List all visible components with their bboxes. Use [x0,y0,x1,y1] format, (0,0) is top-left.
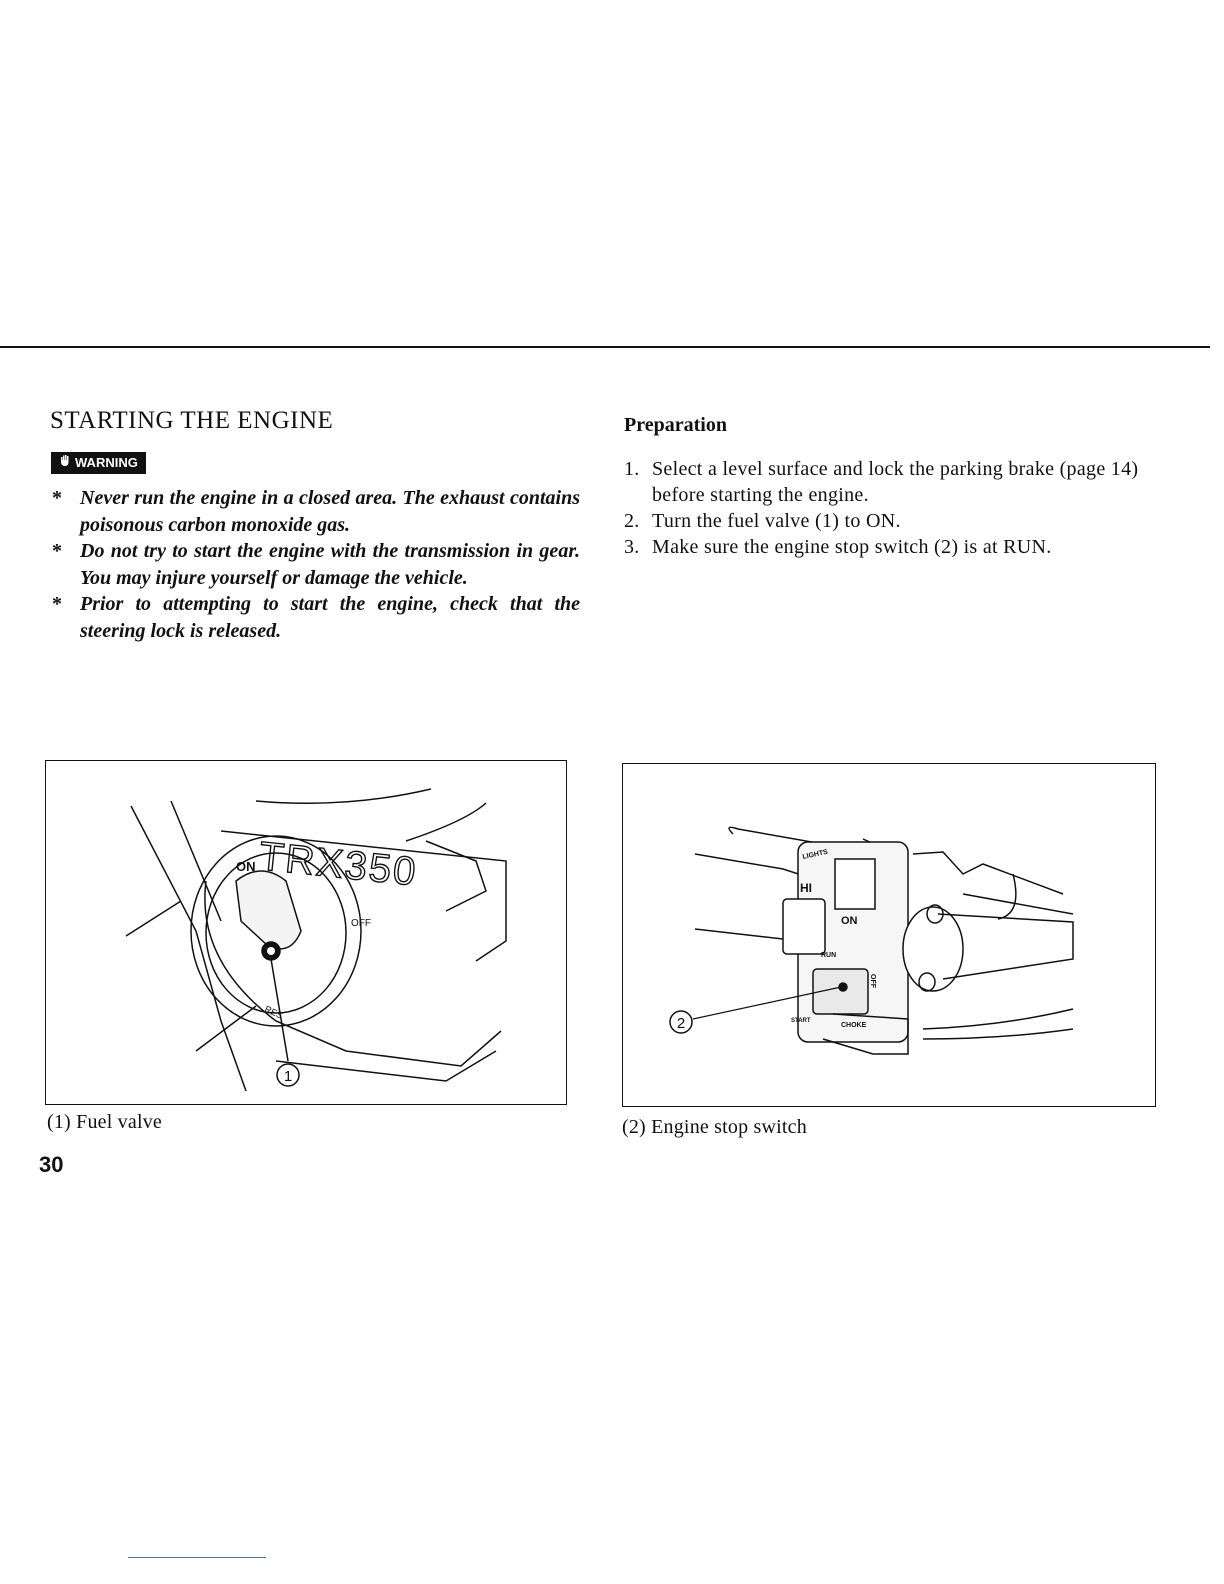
page-number: 30 [39,1152,64,1177]
stop-switch-illustration: HI ON LIGHTS RUN OFF START CHOKE 2 [669,826,1074,1055]
fuel-valve-caption: (1) Fuel valve [47,1111,162,1133]
hi-label: HI [800,881,812,895]
stop-switch-caption: (2) Engine stop switch [622,1116,807,1138]
res-label: RES [263,1004,284,1021]
on-label: ON [236,859,256,874]
off-switch-label: OFF [869,974,876,989]
callout-1: 1 [284,1068,292,1085]
header-rule [0,346,1210,348]
preparation-step: 1.Select a level surface and lock the pa… [624,458,1139,506]
warning-label: WARNING [75,455,138,470]
preparation-title: Preparation [624,414,727,436]
warning-badge: WARNING [51,452,146,474]
warning-item: *Prior to attempting to start the engine… [52,593,580,642]
hand-icon [59,452,71,474]
warning-list: *Never run the engine in a closed area. … [52,485,580,644]
warning-item: *Do not try to start the engine with the… [52,540,580,589]
stop-switch-figure: HI ON LIGHTS RUN OFF START CHOKE 2 [622,763,1156,1107]
fuel-valve-illustration: ON TRX350 OFF RES 1 [125,788,507,1092]
preparation-steps: 1.Select a level surface and lock the pa… [624,456,1156,560]
fuel-valve-figure: ON TRX350 OFF RES 1 [45,760,567,1105]
section-title: STARTING THE ENGINE [50,407,334,434]
preparation-step: 2.Turn the fuel valve (1) to ON. [624,510,901,532]
choke-label: CHOKE [841,1022,867,1029]
off-label: OFF [351,918,371,929]
callout-2: 2 [677,1015,685,1032]
run-label: RUN [821,952,836,959]
on-switch-label: ON [841,915,858,927]
footer-line [128,1557,266,1558]
preparation-step: 3.Make sure the engine stop switch (2) i… [624,536,1052,558]
warning-item: *Never run the engine in a closed area. … [52,487,580,536]
start-label: START [791,1018,811,1024]
